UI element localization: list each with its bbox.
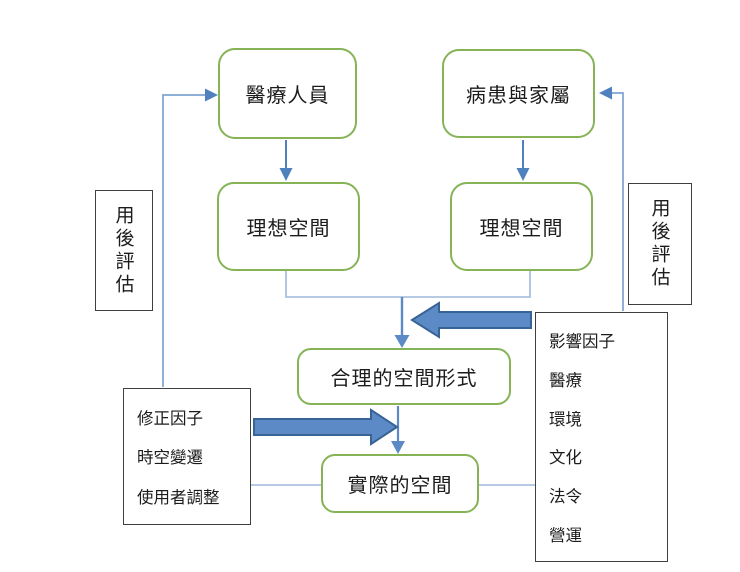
influence-line: 環境 — [549, 409, 582, 429]
node-actual-space: 實際的空間 — [321, 454, 479, 513]
node-ideal-space-right: 理想空間 — [450, 182, 593, 271]
merge-bracket — [285, 271, 531, 298]
correction-line: 使用者調整 — [137, 488, 220, 508]
node-patients-families-label: 病患與家屬 — [466, 83, 571, 107]
box-influence-factors: 影響因子 醫療 環境 文化 法令 營運 — [535, 312, 668, 562]
feedback-loop-right — [599, 86, 624, 311]
box-correction-factors: 修正因子 時空變遷 使用者調整 — [123, 388, 251, 525]
node-rational-space-form-label: 合理的空間形式 — [330, 366, 478, 390]
block-arrow-correction — [253, 408, 399, 446]
feedback-loop-left — [162, 88, 218, 387]
node-ideal-space-right-label: 理想空間 — [479, 216, 564, 240]
node-medical-staff: 醫療人員 — [218, 48, 357, 139]
influence-line: 影響因子 — [549, 332, 615, 352]
node-medical-staff-label: 醫療人員 — [245, 83, 330, 107]
post-occupancy-right-label: 用後評估 — [648, 198, 671, 290]
arrow-patients-to-ideal — [516, 140, 530, 181]
node-ideal-space-left-label: 理想空間 — [246, 216, 331, 240]
influence-line: 文化 — [549, 448, 582, 468]
arrow-merge-to-rational — [394, 297, 410, 348]
node-ideal-space-left: 理想空間 — [217, 182, 360, 271]
arrow-medical-to-ideal — [279, 140, 293, 181]
node-patients-families: 病患與家屬 — [442, 49, 595, 138]
block-arrow-influence — [410, 301, 532, 339]
node-rational-space-form: 合理的空間形式 — [297, 348, 511, 405]
influence-line: 醫療 — [549, 370, 582, 390]
box-post-occupancy-right: 用後評估 — [628, 183, 692, 305]
arrow-rational-to-actual — [391, 406, 405, 454]
node-actual-space-label: 實際的空間 — [347, 473, 453, 497]
correction-line: 時空變遷 — [137, 448, 203, 468]
influence-line: 法令 — [549, 486, 582, 506]
box-post-occupancy-left: 用後評估 — [95, 190, 153, 311]
post-occupancy-left-label: 用後評估 — [112, 204, 135, 297]
correction-line: 修正因子 — [137, 408, 203, 428]
influence-line: 營運 — [549, 525, 582, 545]
